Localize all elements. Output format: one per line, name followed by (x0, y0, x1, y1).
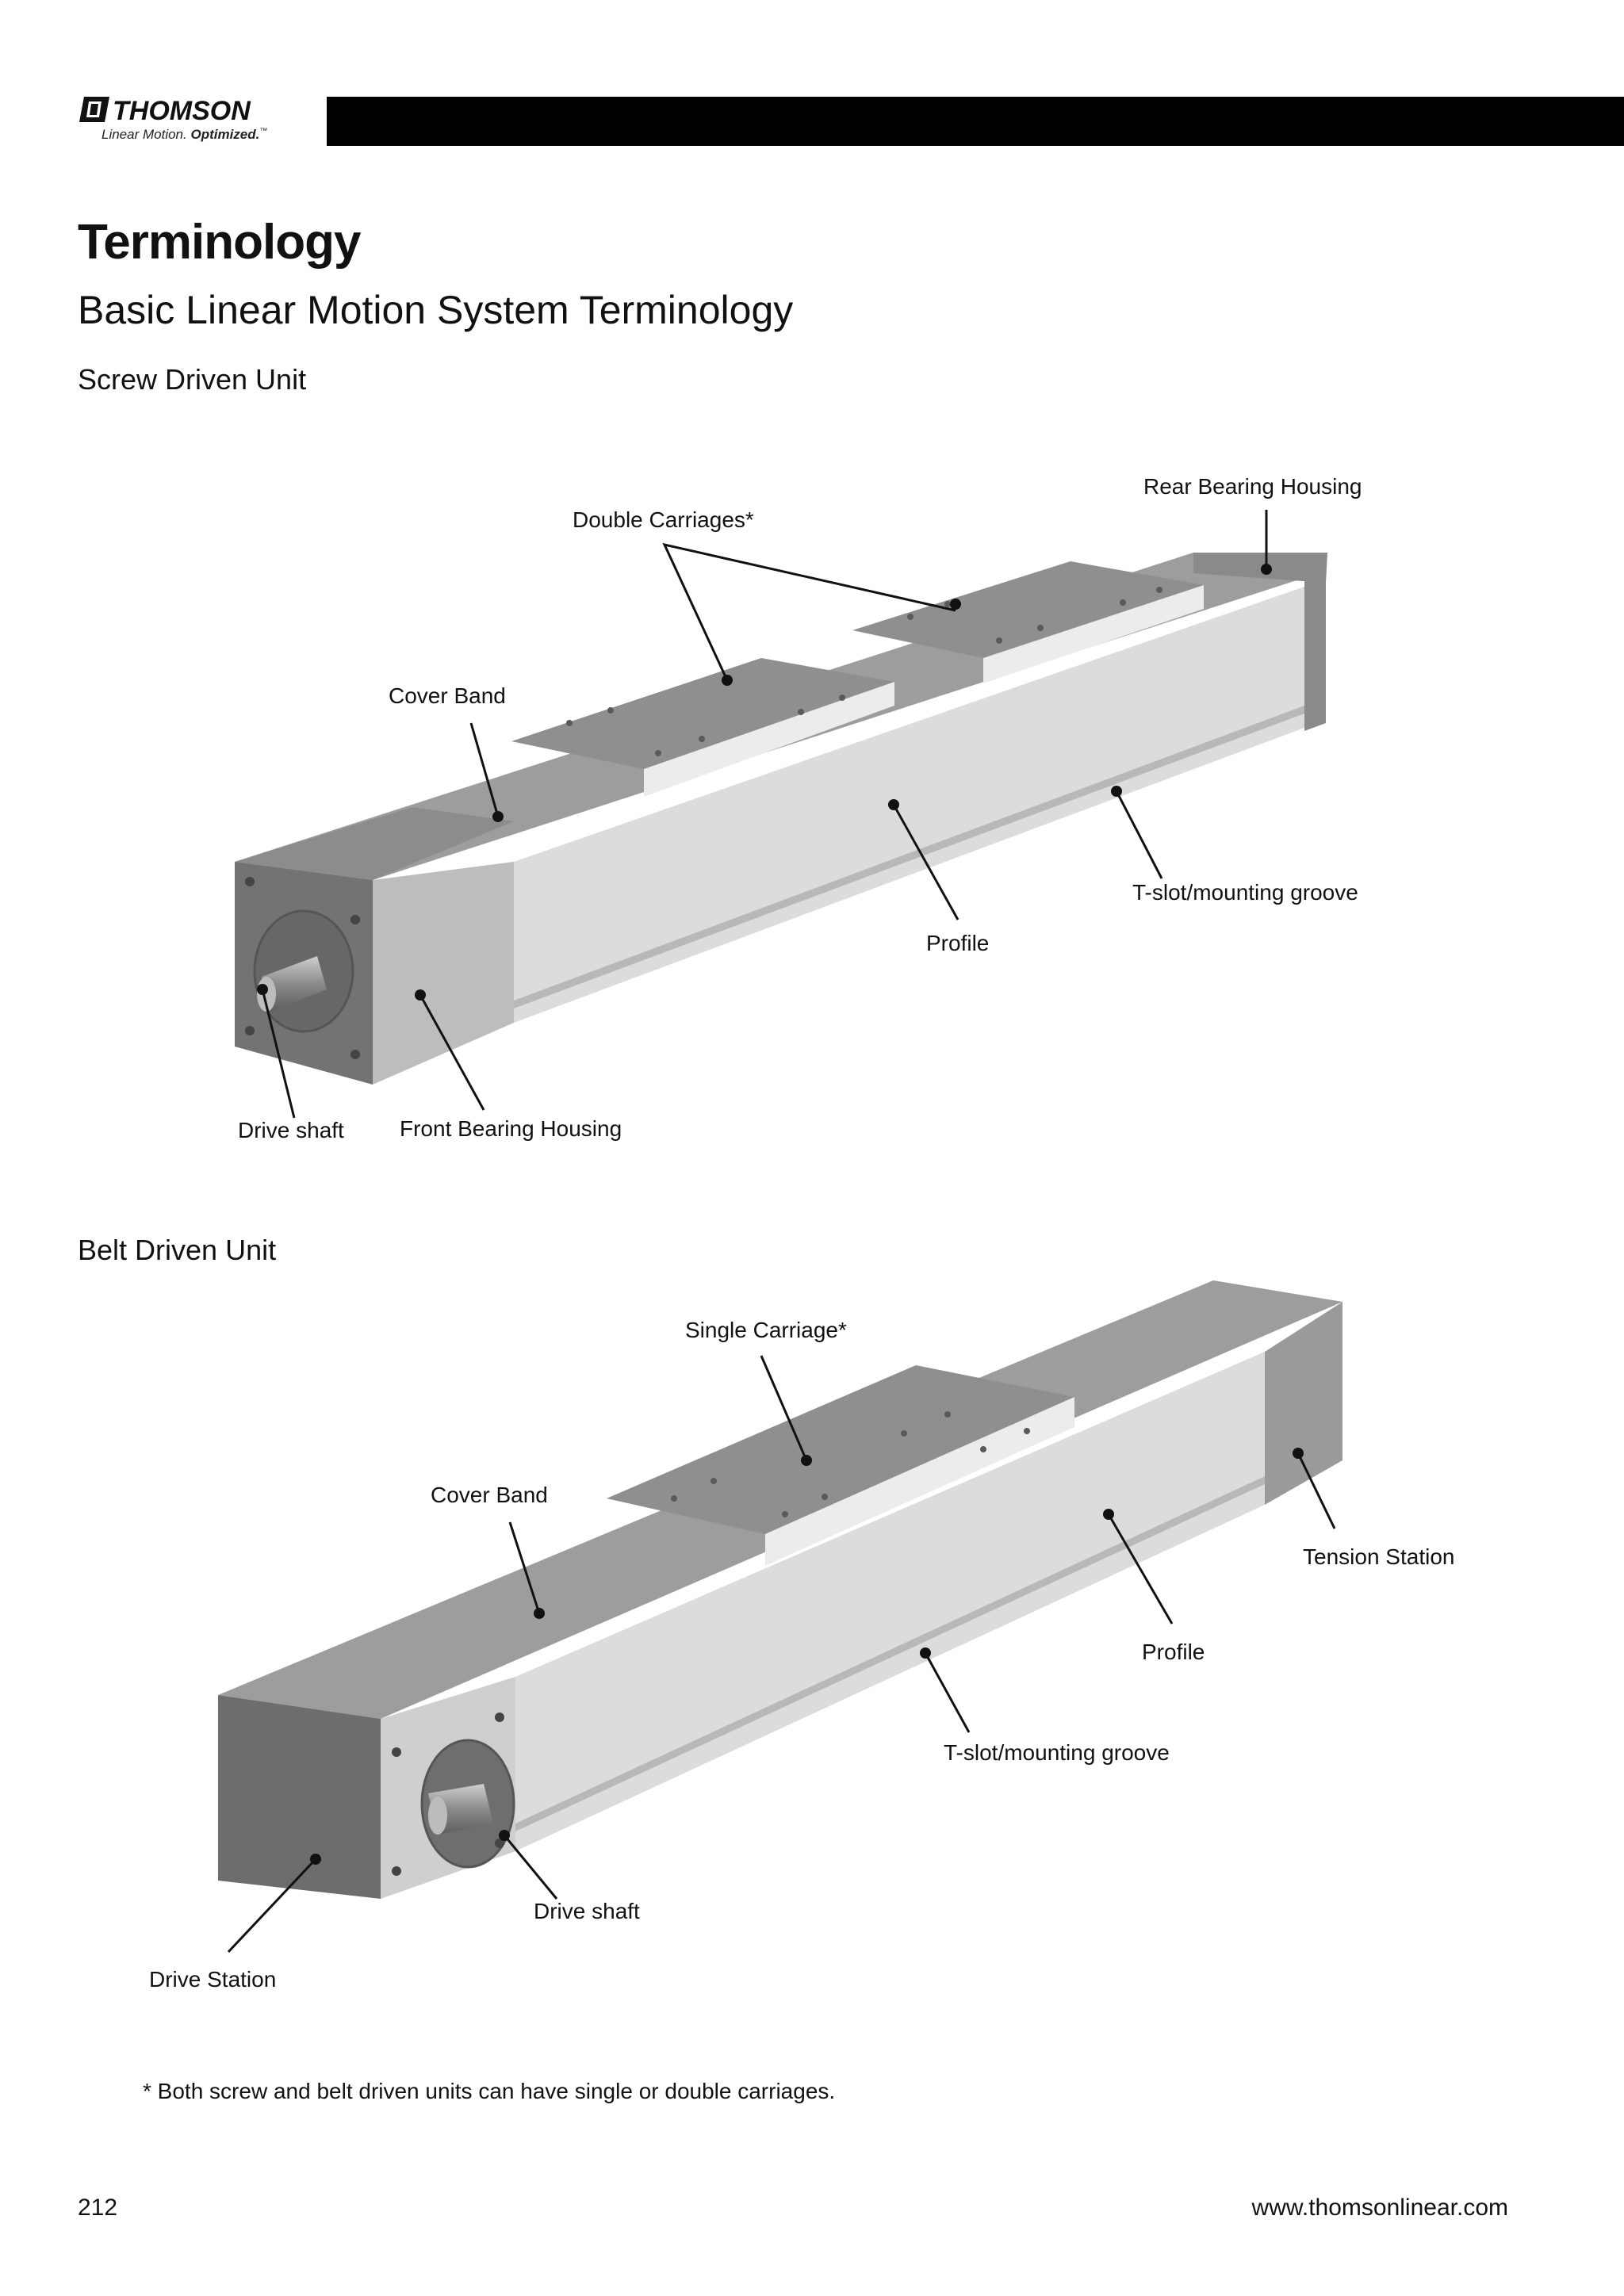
label-screw-tslot: T-slot/mounting groove (1132, 880, 1358, 905)
belt-tslot-groove (515, 1476, 1265, 1831)
label-drive-station: Drive Station (149, 1967, 277, 1992)
screw-tslot-groove (514, 706, 1304, 1008)
label-tension-station: Tension Station (1303, 1544, 1455, 1569)
label-front-bearing-housing: Front Bearing Housing (400, 1116, 622, 1141)
screw-bolt-holes (245, 877, 360, 1059)
belt-profile-face (515, 1352, 1265, 1851)
label-screw-drive-shaft: Drive shaft (238, 1118, 344, 1142)
belt-leader-lines (227, 1355, 1336, 1954)
label-screw-profile: Profile (926, 931, 990, 955)
belt-tension-station (1265, 1302, 1342, 1505)
label-screw-cover-band: Cover Band (389, 683, 506, 708)
screw-front-housing-face (373, 862, 514, 1085)
tagline-emphasis: Optimized. (190, 127, 260, 142)
label-belt-tslot: T-slot/mounting groove (944, 1740, 1170, 1765)
page-title: Terminology (78, 215, 361, 270)
tagline-prefix: Linear Motion. (102, 127, 187, 142)
logo-brand-text: THOMSON (113, 96, 251, 125)
screw-drive-shaft (262, 956, 327, 1012)
screw-callout-dots (257, 564, 1272, 1001)
belt-unit-heading: Belt Driven Unit (78, 1234, 277, 1266)
screw-carriage-1-top (511, 658, 894, 769)
page-number: 212 (78, 2195, 118, 2221)
belt-callout-dots (310, 1448, 1304, 1865)
screw-carriage-2-top (852, 561, 1204, 658)
label-double-carriages: Double Carriages* (573, 507, 754, 532)
screw-unit-heading: Screw Driven Unit (78, 363, 307, 396)
website-url: www.thomsonlinear.com (1251, 2195, 1508, 2221)
belt-carriage-face (765, 1397, 1074, 1566)
screw-unit-illustration (235, 510, 1327, 1119)
screw-carriage-holes (566, 587, 1162, 756)
page-subtitle: Basic Linear Motion System Terminology (78, 288, 794, 332)
header-bar (327, 97, 1624, 146)
label-rear-bearing-housing: Rear Bearing Housing (1143, 474, 1362, 499)
label-belt-profile: Profile (1142, 1640, 1205, 1664)
label-single-carriage: Single Carriage* (685, 1318, 847, 1342)
belt-carriage-top (607, 1365, 1074, 1534)
belt-unit-illustration (218, 1280, 1342, 1954)
screw-carriage-1-face (644, 682, 894, 797)
logo-tagline: Linear Motion. Optimized.™ (102, 127, 267, 143)
screw-front-housing-top (235, 807, 514, 880)
belt-shaft-end (428, 1797, 447, 1835)
label-belt-cover-band: Cover Band (431, 1483, 548, 1507)
screw-leader-lines (261, 510, 1268, 1119)
logo-mark-icon: THOMSON (79, 96, 251, 125)
screw-carriage-2-face (983, 585, 1204, 683)
belt-bolt-holes (392, 1712, 504, 1876)
belt-drive-station (218, 1695, 381, 1899)
footnote: * Both screw and belt driven units can h… (143, 2079, 836, 2103)
screw-profile-face (514, 587, 1304, 1023)
screw-rear-housing-top (1193, 553, 1327, 583)
thomson-logo: THOMSON Linear Motion. Optimized.™ (78, 94, 284, 149)
label-belt-drive-shaft: Drive shaft (534, 1899, 640, 1923)
screw-rear-housing-side (1304, 574, 1326, 731)
belt-carriage-holes (671, 1411, 1030, 1517)
tagline-mark: ™ (259, 127, 268, 136)
